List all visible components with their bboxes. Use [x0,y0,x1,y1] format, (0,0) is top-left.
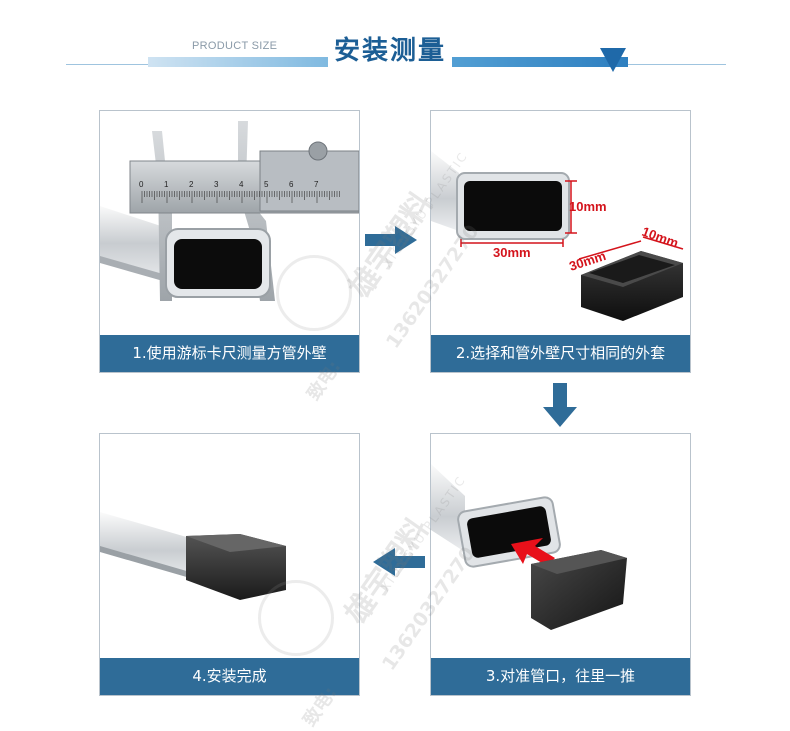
tube-width-label: 30mm [493,245,531,260]
step-3-panel: 3.对准管口，往里一推 [430,433,691,696]
watermark-logo-icon-2 [258,580,334,656]
watermark-logo-icon [276,255,352,331]
step-2-caption: 2.选择和管外壁尺寸相同的外套 [431,335,690,372]
header-down-triangle-icon [600,48,626,72]
step-4-panel: 4.安装完成 [99,433,360,696]
caliper-scale-number: 7 [314,180,319,189]
page-header: PRODUCT SIZE 安装测量 [0,0,790,90]
caliper-scale-number: 0 [139,180,144,189]
insert-cap-image [431,434,690,658]
step-4-caption: 4.安装完成 [100,658,359,695]
arrow-down-icon [543,383,577,427]
caliper-measure-image: 0 1 2 3 4 5 6 7 [100,111,359,335]
caliper-scale: 0 1 2 3 4 5 6 7 [139,180,340,203]
caliper-scale-number: 1 [164,180,169,189]
arrow-left-icon [373,548,425,576]
step-1-panel: 0 1 2 3 4 5 6 7 1.使用游标卡尺测量方管外壁 [99,110,360,373]
caliper-scale-number: 5 [264,180,269,189]
caliper-scale-number: 4 [239,180,244,189]
caliper-scale-number: 2 [189,180,194,189]
step-3-caption: 3.对准管口，往里一推 [431,658,690,695]
caliper-scale-number: 6 [289,180,294,189]
page-title: 安装测量 [328,30,453,67]
tube-height-label: 10mm [569,199,607,214]
dimension-image: 10mm 30mm 30mm 10mm [431,111,690,335]
arrow-right-icon [365,226,417,254]
header-subtitle: PRODUCT SIZE [192,40,278,52]
caliper-scale-number: 3 [214,180,219,189]
step-2-panel: 10mm 30mm 30mm 10mm 2.选择和管外壁尺寸相同的外套 [430,110,691,373]
installed-cap-image [100,434,359,658]
step-1-caption: 1.使用游标卡尺测量方管外壁 [100,335,359,372]
